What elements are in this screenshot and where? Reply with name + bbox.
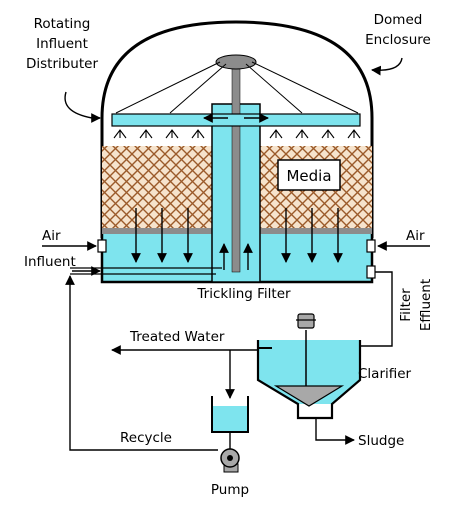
media-label: Media xyxy=(286,167,331,185)
pump-well-water xyxy=(212,406,248,432)
filter-effluent-label-line2: Effluent xyxy=(418,279,434,331)
clarifier-cone xyxy=(273,385,345,407)
domed-enclosure xyxy=(100,20,374,238)
upflow-arrows xyxy=(219,243,253,270)
air-right-label: Air xyxy=(406,228,425,244)
treated-water-label: Treated Water xyxy=(129,329,225,345)
spray-nozzles xyxy=(113,129,361,139)
central-pipe xyxy=(231,61,241,273)
sludge-label: Sludge xyxy=(358,433,404,449)
effluent-port xyxy=(366,265,376,279)
media-label-box xyxy=(277,159,341,191)
air-vent-left xyxy=(97,239,107,253)
domed-label-line2: Enclosure xyxy=(365,32,431,48)
air-left-label: Air xyxy=(42,228,61,244)
clarifier-drive-icon xyxy=(296,313,316,329)
distributer-arm xyxy=(111,113,361,127)
rotating-label-line1: Rotating xyxy=(34,16,91,32)
rotating-pointer xyxy=(64,91,101,123)
pump-label: Pump xyxy=(211,482,249,498)
domed-label-line1: Domed xyxy=(374,12,423,28)
air-vent-right xyxy=(366,239,376,253)
rotating-label-line3: Distributer xyxy=(26,56,98,72)
rotating-label-line2: Influent xyxy=(36,36,88,52)
trickling-filter-label: Trickling Filter xyxy=(196,286,291,302)
pump-icon xyxy=(220,448,240,473)
domed-pointer xyxy=(371,57,403,76)
filter-effluent-label-line1: Filter xyxy=(398,288,414,322)
recycle-line xyxy=(65,275,218,451)
influent-label: Influent xyxy=(24,254,76,270)
distributer-spokes xyxy=(115,61,359,114)
recycle-label: Recycle xyxy=(120,430,172,446)
clarifier-tank xyxy=(256,340,362,420)
distributer-hub xyxy=(215,54,257,70)
sludge-line xyxy=(315,418,355,445)
clarifier-label: Clarifier xyxy=(358,366,412,382)
downflow-arrows xyxy=(131,208,343,263)
